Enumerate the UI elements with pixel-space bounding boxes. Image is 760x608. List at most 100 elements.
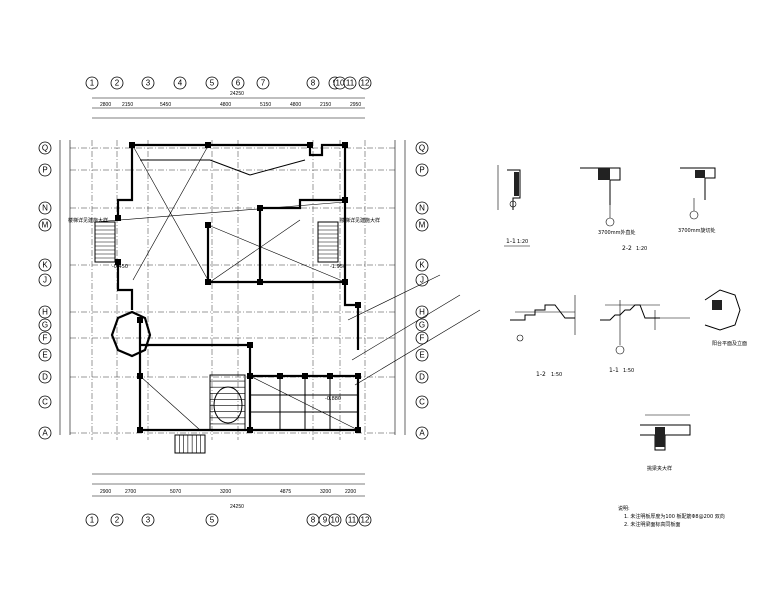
detail-3700-small: 3700mm旋切处 <box>678 167 716 234</box>
column <box>327 373 333 379</box>
svg-text:4: 4 <box>178 79 183 88</box>
svg-text:10: 10 <box>331 516 340 525</box>
column <box>205 142 211 148</box>
column <box>247 342 253 348</box>
detail-label: 阳台平面及立面 <box>712 340 747 347</box>
axis-bubble-top: 1 <box>85 76 99 90</box>
column <box>355 302 361 308</box>
axis-bubble-top: 2 <box>110 76 124 90</box>
stair-center <box>209 374 246 431</box>
axis-bubble-bottom: 3 <box>141 513 155 527</box>
axis-bubble-left: Q <box>38 141 52 155</box>
column <box>257 279 263 285</box>
axis-bubble-bottom: 1 <box>85 513 99 527</box>
beam-detail: 挑梁夹大样 <box>640 414 691 472</box>
bottom-total-dim: 24250 <box>230 504 244 510</box>
axis-bubble-left: H <box>38 305 52 319</box>
svg-text:M: M <box>419 221 426 230</box>
svg-text:11: 11 <box>348 516 357 525</box>
svg-text:J: J <box>43 276 47 285</box>
svg-text:5: 5 <box>210 516 215 525</box>
columns <box>115 142 361 433</box>
svg-text:8: 8 <box>311 516 316 525</box>
svg-text:5: 5 <box>210 79 215 88</box>
svg-text:D: D <box>419 373 425 382</box>
stair-section-1-2: 1-2 1:50 <box>510 295 576 378</box>
svg-text:6: 6 <box>236 79 241 88</box>
dimension-text: 2200 <box>345 489 356 495</box>
axis-bubble-bottom: 11 <box>345 513 359 527</box>
axis-bubble-left: M <box>38 218 52 232</box>
svg-text:E: E <box>419 351 424 360</box>
axis-bubble-right: N <box>415 201 429 215</box>
section-scale: 1:50 <box>623 368 634 374</box>
axis-bubble-right: G <box>415 318 429 332</box>
svg-text:8: 8 <box>311 79 316 88</box>
dimension-text: 3200 <box>320 489 331 495</box>
detail-label: 挑梁夹大样 <box>647 465 672 472</box>
axis-bubble-right: M <box>415 218 429 232</box>
dimension-text: 3200 <box>220 489 231 495</box>
section-scale: 1:50 <box>551 372 562 378</box>
svg-text:F: F <box>420 334 425 343</box>
svg-text:2: 2 <box>115 516 120 525</box>
axis-bubble-left: P <box>38 163 52 177</box>
column <box>247 427 253 433</box>
note-1: 1. 未注明板厚度为100 板配筋Φ8@200 双向 <box>624 513 725 520</box>
detail-label: 3700mm外直处 <box>598 229 635 236</box>
axis-bubble-right: P <box>415 163 429 177</box>
dimension-text: 4800 <box>220 102 231 108</box>
dimension-text: 2900 <box>100 489 111 495</box>
detail-label: 3700mm旋切处 <box>678 227 715 234</box>
stair-entry <box>174 434 206 454</box>
column <box>129 142 135 148</box>
column <box>115 259 121 265</box>
svg-text:9: 9 <box>323 516 328 525</box>
axis-bubble-right: F <box>415 331 429 345</box>
section-scale: 1:20 <box>517 239 528 245</box>
axis-bubble-right: J <box>415 273 429 287</box>
column <box>247 373 253 379</box>
stair-left: 楼梯详见建施大样 <box>68 217 116 263</box>
svg-text:M: M <box>42 221 49 230</box>
svg-text:J: J <box>420 276 424 285</box>
column <box>257 205 263 211</box>
axis-bubble-right: Q <box>415 141 429 155</box>
axis-bubble-left: E <box>38 348 52 362</box>
balcony-detail: 阳台平面及立面 <box>704 289 747 347</box>
elevation-mark: -1.950 <box>330 264 346 270</box>
section-title: 1-1 <box>506 238 516 245</box>
notes-heading: 说明: <box>618 505 630 512</box>
axis-bubble-left: J <box>38 273 52 287</box>
column <box>205 279 211 285</box>
axis-bubble-right: H <box>415 305 429 319</box>
stair-right: 楼梯详见建施大样 <box>317 217 380 263</box>
stair-section-1-1: 1-1 1:50 <box>600 300 690 374</box>
dimension-text: 2800 <box>100 102 111 108</box>
svg-text:C: C <box>419 398 425 407</box>
dimension-text: 2700 <box>125 489 136 495</box>
axis-bubble-top: 7 <box>256 76 270 90</box>
svg-text:A: A <box>419 429 425 438</box>
axis-bubble-top: 12 <box>358 76 372 90</box>
column <box>342 279 348 285</box>
column <box>137 427 143 433</box>
axis-bubble-bottom: 8 <box>306 513 320 527</box>
stair-right-label: 楼梯详见建施大样 <box>340 217 380 224</box>
dimension-text: 5450 <box>160 102 171 108</box>
svg-text:E: E <box>42 351 47 360</box>
svg-text:11: 11 <box>346 79 355 88</box>
axis-bubble-left: N <box>38 201 52 215</box>
axis-bubble-bottom: 5 <box>205 513 219 527</box>
section-title: 1-2 <box>536 371 546 378</box>
svg-text:G: G <box>42 321 48 330</box>
svg-text:G: G <box>419 321 425 330</box>
svg-text:H: H <box>42 308 48 317</box>
svg-text:3: 3 <box>146 79 151 88</box>
section-title: 2-2 <box>622 245 632 252</box>
axis-bubble-left: K <box>38 258 52 272</box>
axis-bubble-left: A <box>38 426 52 440</box>
axis-bubble-top: 4 <box>173 76 187 90</box>
